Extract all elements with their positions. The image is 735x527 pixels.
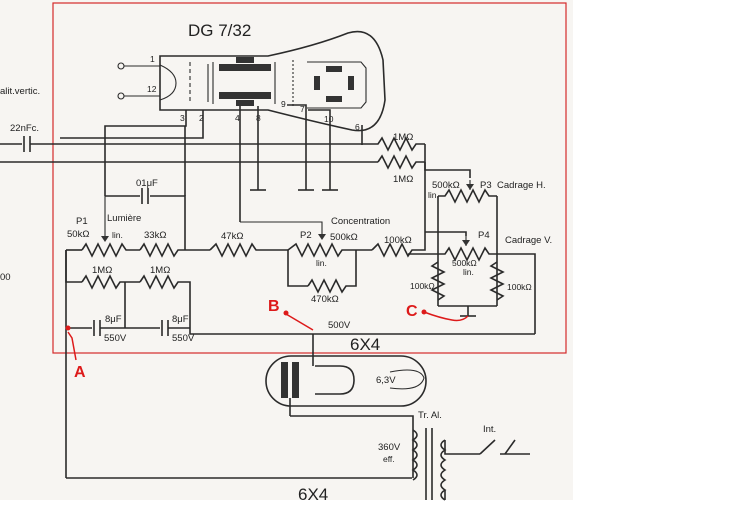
transformer (411, 428, 447, 501)
resistor-47k (209, 242, 288, 258)
potentiometer-p2 (240, 221, 372, 258)
cap-22nf-label: 22nFc. (10, 123, 39, 134)
pin-9-label: 9 (281, 99, 286, 109)
pin-12-label: 12 (147, 84, 157, 94)
rectifier-name: 6X4 (350, 335, 380, 354)
p4-value: 500kΩ (452, 258, 477, 268)
tube-name: DG 7/32 (188, 21, 251, 40)
cadrage-h-label: Cadrage H. (497, 180, 546, 191)
p2-lin: lin. (316, 258, 327, 268)
p1-label: P1 (76, 216, 88, 227)
pin-4-label: 4 (235, 113, 240, 123)
potentiometer-p1 (81, 196, 140, 258)
capacitor-01uf-value: 01μF (136, 178, 158, 189)
capacitor-8uf-a-voltage: 550V (104, 333, 127, 344)
secondary-voltage-label: 360V (378, 442, 401, 453)
pin-6-label: 6 (355, 122, 360, 132)
p3-lin: lin. (428, 190, 439, 200)
potentiometer-p3 (438, 180, 497, 204)
marker-b-label: B (268, 298, 280, 315)
resistor-1m-bottom-value: 1MΩ (393, 174, 413, 185)
marker-c (421, 309, 469, 322)
resistor-100k-left-value: 100kΩ (410, 281, 435, 291)
pin-7-label: 7 (300, 104, 305, 114)
crt-tube (159, 30, 386, 132)
marker-a (65, 325, 77, 361)
transformer-label: Tr. Al. (418, 410, 442, 421)
resistor-1m-b (139, 274, 191, 328)
rectifier-tube (265, 355, 427, 407)
edge-00-label: 00 (0, 272, 11, 283)
p3-value: 500kΩ (432, 180, 460, 191)
resistor-1m-top (362, 136, 425, 152)
p4-lin: lin. (463, 267, 474, 277)
terminal-pin-12 (117, 92, 125, 100)
resistor-1m-a-value: 1MΩ (92, 265, 112, 276)
resistor-100k-right (489, 261, 505, 301)
capacitor-8uf-b-value: 8μF (172, 314, 189, 325)
resistor-100k (371, 232, 426, 258)
marker-a-label: A (74, 364, 86, 381)
p1-lin: lin. (112, 230, 123, 240)
resistor-470k-value: 470kΩ (311, 294, 339, 305)
capacitor-8uf-a-value: 8μF (105, 314, 122, 325)
resistor-47k-value: 47kΩ (221, 231, 243, 242)
heater-voltage-label: 6,3V (376, 375, 396, 386)
switch-label: Int. (483, 424, 496, 435)
resistor-1m-bottom (377, 154, 425, 170)
p3-label: P3 (480, 180, 492, 191)
resistor-33k-value: 33kΩ (144, 230, 166, 241)
lumiere-label: Lumière (107, 213, 141, 224)
highlight-box (52, 2, 567, 354)
pin-1-label: 1 (150, 54, 155, 64)
resistor-1m-a (81, 274, 140, 290)
marker-c-label: C (406, 303, 418, 320)
p2-label: P2 (300, 230, 312, 241)
resistor-100k-value: 100kΩ (384, 235, 412, 246)
pin-2-label: 2 (199, 113, 204, 123)
marker-b (283, 310, 314, 331)
pin-3-label: 3 (180, 113, 185, 123)
power-switch (479, 439, 530, 455)
resistor-1m-b-value: 1MΩ (150, 265, 170, 276)
resistor-33k (139, 242, 210, 258)
cadrage-v-label: Cadrage V. (505, 235, 552, 246)
pin-10-label: 10 (324, 114, 334, 124)
concentration-label: Concentration (331, 216, 390, 227)
resistor-1m-top-value: 1MΩ (393, 132, 413, 143)
potentiometer-p4 (438, 236, 497, 262)
capacitor-8uf-b (161, 320, 169, 336)
capacitor-8uf-b-voltage: 550V (172, 333, 195, 344)
hv-label: 500V (328, 320, 351, 331)
capacitor-8uf-a (93, 320, 101, 336)
vert-input-label: alit.vertic. (0, 86, 40, 97)
secondary-eff-label: eff. (383, 454, 395, 464)
resistor-470k (307, 250, 357, 294)
p2-value: 500kΩ (330, 232, 358, 243)
rectifier-bottom-name: 6X4 (298, 485, 328, 504)
resistor-100k-right-value: 100kΩ (507, 282, 532, 292)
terminal-pin-1 (117, 62, 125, 70)
p4-label: P4 (478, 230, 490, 241)
resistor-100k-left (430, 261, 446, 301)
p1-value: 50kΩ (67, 229, 89, 240)
